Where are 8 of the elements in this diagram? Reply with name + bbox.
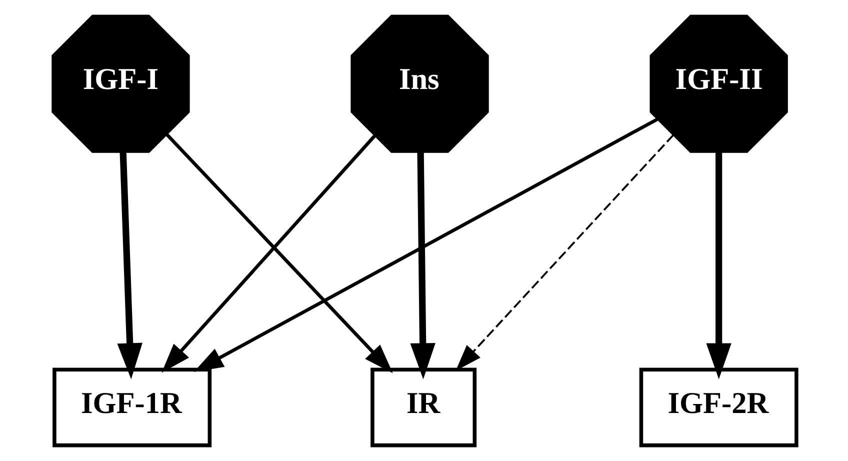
node-box: IGF-1R xyxy=(52,368,212,448)
arrow xyxy=(193,118,658,372)
arrow xyxy=(116,152,142,380)
arrow xyxy=(706,152,731,380)
node-box: IR xyxy=(370,368,476,448)
node-box: IGF-2R xyxy=(638,368,798,448)
arrow xyxy=(410,152,435,380)
arrow xyxy=(455,134,674,371)
